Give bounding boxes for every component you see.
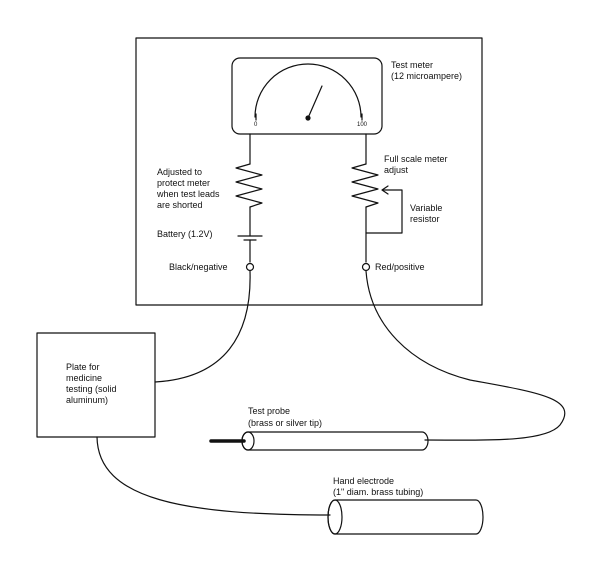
medicine-plate xyxy=(36,332,156,438)
meter-scale-max: 100 xyxy=(357,122,368,128)
plate-label-line2: medicine xyxy=(66,373,103,383)
black-negative-label: Black/negative xyxy=(169,262,228,272)
hand-electrode-end xyxy=(327,499,343,535)
meter-needle xyxy=(307,85,323,119)
hand-electrode-label-line2: (1" diam. brass tubing) xyxy=(333,487,424,497)
test-probe-body xyxy=(241,431,429,451)
variable-resistor-label-line1: Variable xyxy=(410,203,443,213)
adjust-label-line4: are shorted xyxy=(157,200,203,210)
plate-label-line4: aluminum) xyxy=(66,395,109,405)
full-scale-label-line1: Full scale meter xyxy=(384,154,448,164)
plate-label-line3: testing (solid xyxy=(66,384,117,394)
meter-needle-pivot xyxy=(305,115,311,121)
red-lead-to-probe xyxy=(365,270,566,441)
adjust-label-line2: protect meter xyxy=(157,178,211,188)
adjust-label-line1: Adjusted to xyxy=(157,167,203,177)
battery-label: Battery (1.2V) xyxy=(157,229,213,239)
variable-resistor-label-line2: resistor xyxy=(410,214,440,224)
variable-resistor-wiper xyxy=(365,189,403,234)
meter-scale-arc xyxy=(254,63,362,118)
meter-title-line1: Test meter xyxy=(391,60,434,70)
hand-electrode-body xyxy=(327,499,484,535)
plate-lead-to-hand-electrode xyxy=(96,436,331,516)
protect-resistor xyxy=(235,163,263,208)
red-positive-label: Red/positive xyxy=(375,262,425,272)
plate-label-line1: Plate for xyxy=(66,362,100,372)
black-terminal xyxy=(245,262,255,272)
full-scale-label-line2: adjust xyxy=(384,165,409,175)
test-probe-label-line2: (brass or silver tip) xyxy=(248,418,323,428)
meter-title-line2: (12 microampere) xyxy=(391,71,463,81)
meter-scale-min: 0 xyxy=(254,122,258,128)
hand-electrode-label-line1: Hand electrode xyxy=(333,476,395,486)
meter-adjust-resistor xyxy=(351,163,379,208)
wiper-arrowhead xyxy=(381,185,389,195)
adjust-label-line3: when test leads xyxy=(157,189,220,199)
instrument-enclosure xyxy=(135,37,483,306)
test-probe-label-line1: Test probe xyxy=(248,406,291,416)
red-terminal xyxy=(361,262,371,272)
meter-face xyxy=(231,57,383,135)
black-lead-to-plate xyxy=(154,270,251,383)
